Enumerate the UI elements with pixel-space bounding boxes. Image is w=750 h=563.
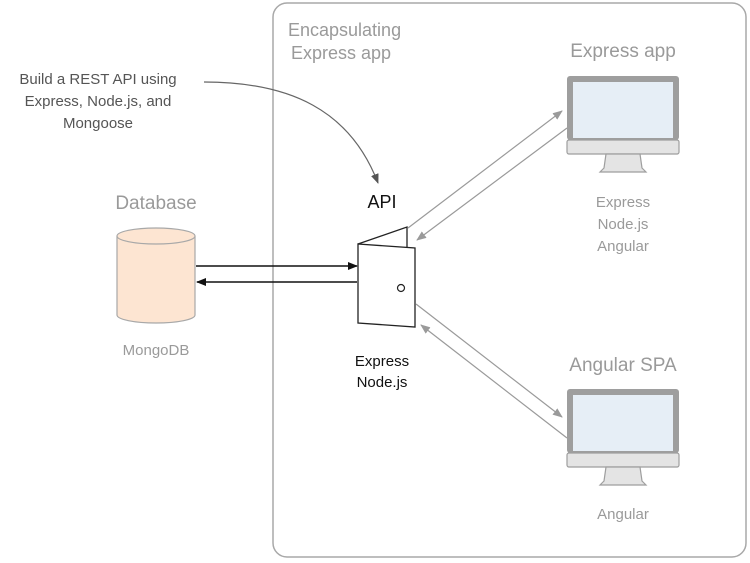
api-to-angular-spa-arrow — [415, 303, 563, 418]
angular-spa-title: Angular SPA — [569, 355, 677, 376]
angular-spa-monitor-icon — [566, 389, 680, 486]
api-caption-line-1: Express — [354, 353, 410, 370]
container-title-line-2: Express app — [291, 43, 392, 63]
angular-spa-caption: Angular — [597, 506, 649, 523]
database-caption: MongoDB — [122, 342, 190, 359]
container-title: Encapsulating Express app — [288, 19, 401, 65]
api-door-icon — [357, 226, 416, 328]
angular-spa-to-api-arrow — [420, 324, 568, 439]
encapsulating-container — [272, 2, 747, 558]
annotation-line-3: Mongoose — [62, 115, 134, 132]
api-caption: Express Node.js — [342, 351, 422, 393]
api-caption-line-2: Node.js — [356, 374, 408, 391]
database-title: Database — [115, 193, 197, 214]
express-app-caption-line-2: Node.js — [597, 216, 649, 233]
express-app-caption-line-3: Angular — [597, 238, 649, 255]
database-cylinder-icon — [116, 227, 196, 324]
express-app-title: Express app — [570, 41, 676, 62]
express-app-to-api-arrow — [416, 127, 568, 241]
annotation-arrow — [203, 81, 379, 184]
annotation-line-1: Build a REST API using — [19, 71, 177, 88]
api-title: API — [367, 192, 397, 212]
annotation-text: Build a REST API using Express, Node.js,… — [0, 69, 196, 135]
express-app-caption-line-1: Express — [595, 194, 651, 211]
api-to-express-app-arrow — [407, 110, 563, 229]
express-app-caption: Express Node.js Angular — [563, 192, 683, 258]
annotation-line-2: Express, Node.js, and — [24, 93, 172, 110]
container-title-line-1: Encapsulating — [288, 20, 402, 40]
express-app-monitor-icon — [566, 76, 680, 173]
